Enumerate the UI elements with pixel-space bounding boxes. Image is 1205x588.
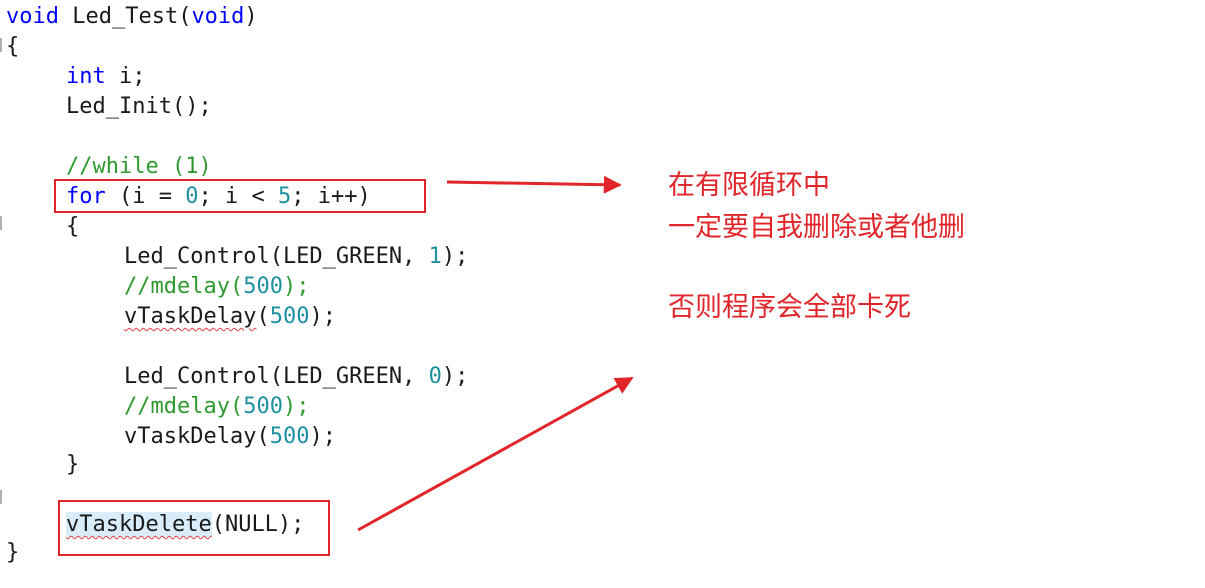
punctuation: ): [244, 4, 258, 29]
code-line-led-on[interactable]: Led_Control(LED_GREEN, 1);: [124, 242, 468, 272]
annotation-note-must-delete: 一定要自我删除或者他删: [668, 212, 965, 243]
code-line-led-off[interactable]: Led_Control(LED_GREEN, 0);: [124, 362, 468, 392]
comment-text: );: [282, 274, 310, 299]
number-literal: 500: [243, 394, 283, 419]
comment-text: );: [282, 394, 310, 419]
highlight-box-task-delete: [58, 500, 330, 556]
arrow-to-note: [357, 376, 634, 532]
code-line-comment-while[interactable]: //while (1): [66, 154, 212, 179]
comment-text: //mdelay(: [124, 394, 244, 419]
annotation-note-program-freeze: 否则程序会全部卡死: [668, 292, 911, 323]
comment-text: //mdelay(: [124, 274, 244, 299]
code-text: (NULL);: [211, 512, 305, 537]
identifier: i;: [105, 64, 146, 89]
code-text: );: [309, 424, 336, 449]
annotation-note-finite-loop: 在有限循环中: [668, 170, 830, 201]
code-line-close-brace[interactable]: }: [6, 540, 20, 565]
code-line-for-loop[interactable]: for (i = 0; i < 5; i++): [66, 182, 371, 212]
fold-marker[interactable]: [0, 490, 2, 504]
keyword: void: [191, 4, 245, 29]
code-line-function-signature[interactable]: void Led_Test(void): [6, 2, 258, 32]
code-text: ; i <: [198, 184, 278, 209]
keyword: int: [66, 64, 106, 89]
code-line-loop-close-brace[interactable]: }: [66, 452, 80, 477]
code-line-led-init[interactable]: Led_Init();: [66, 94, 212, 119]
code-line-open-brace[interactable]: {: [6, 34, 20, 59]
code-text: ; i++): [291, 184, 371, 209]
code-line-comment-mdelay[interactable]: //mdelay(500);: [124, 272, 309, 302]
keyword: void: [6, 4, 59, 29]
number-literal: 500: [269, 304, 310, 329]
code-text: Led_Control(LED_GREEN,: [124, 244, 429, 269]
code-line-task-delay[interactable]: vTaskDelay(500);: [124, 422, 336, 452]
number-literal: 500: [243, 274, 283, 299]
code-line-loop-open-brace[interactable]: {: [66, 214, 80, 239]
code-line-declaration[interactable]: int i;: [66, 62, 146, 92]
number-literal: 0: [428, 364, 442, 389]
number-literal: 500: [269, 424, 310, 449]
fold-marker[interactable]: [0, 216, 2, 230]
keyword: for: [66, 184, 106, 209]
code-text: (: [256, 424, 270, 449]
highlight-box-for-loop: [54, 179, 426, 213]
code-text: );: [441, 244, 469, 269]
code-line-task-delete[interactable]: vTaskDelete(NULL);: [66, 510, 304, 540]
code-text: );: [441, 364, 469, 389]
code-editor[interactable]: void Led_Test(void) { int i; Led_Init();…: [0, 0, 640, 588]
function-call: vTaskDelete: [66, 512, 212, 537]
number-literal: 0: [185, 184, 199, 209]
code-line-task-delay[interactable]: vTaskDelay(500);: [124, 302, 336, 332]
function-call: vTaskDelay: [124, 304, 257, 329]
code-text: Led_Control(LED_GREEN,: [124, 364, 429, 389]
function-name: Led_Test(: [58, 4, 192, 29]
code-text: (: [256, 304, 270, 329]
fold-marker[interactable]: [0, 38, 2, 52]
number-literal: 1: [428, 244, 442, 269]
code-text: );: [309, 304, 336, 329]
code-line-comment-mdelay[interactable]: //mdelay(500);: [124, 392, 309, 422]
function-call: vTaskDelay: [124, 424, 257, 449]
code-text: (i =: [105, 184, 186, 209]
arrow-to-note: [446, 175, 622, 194]
number-literal: 5: [277, 184, 292, 209]
